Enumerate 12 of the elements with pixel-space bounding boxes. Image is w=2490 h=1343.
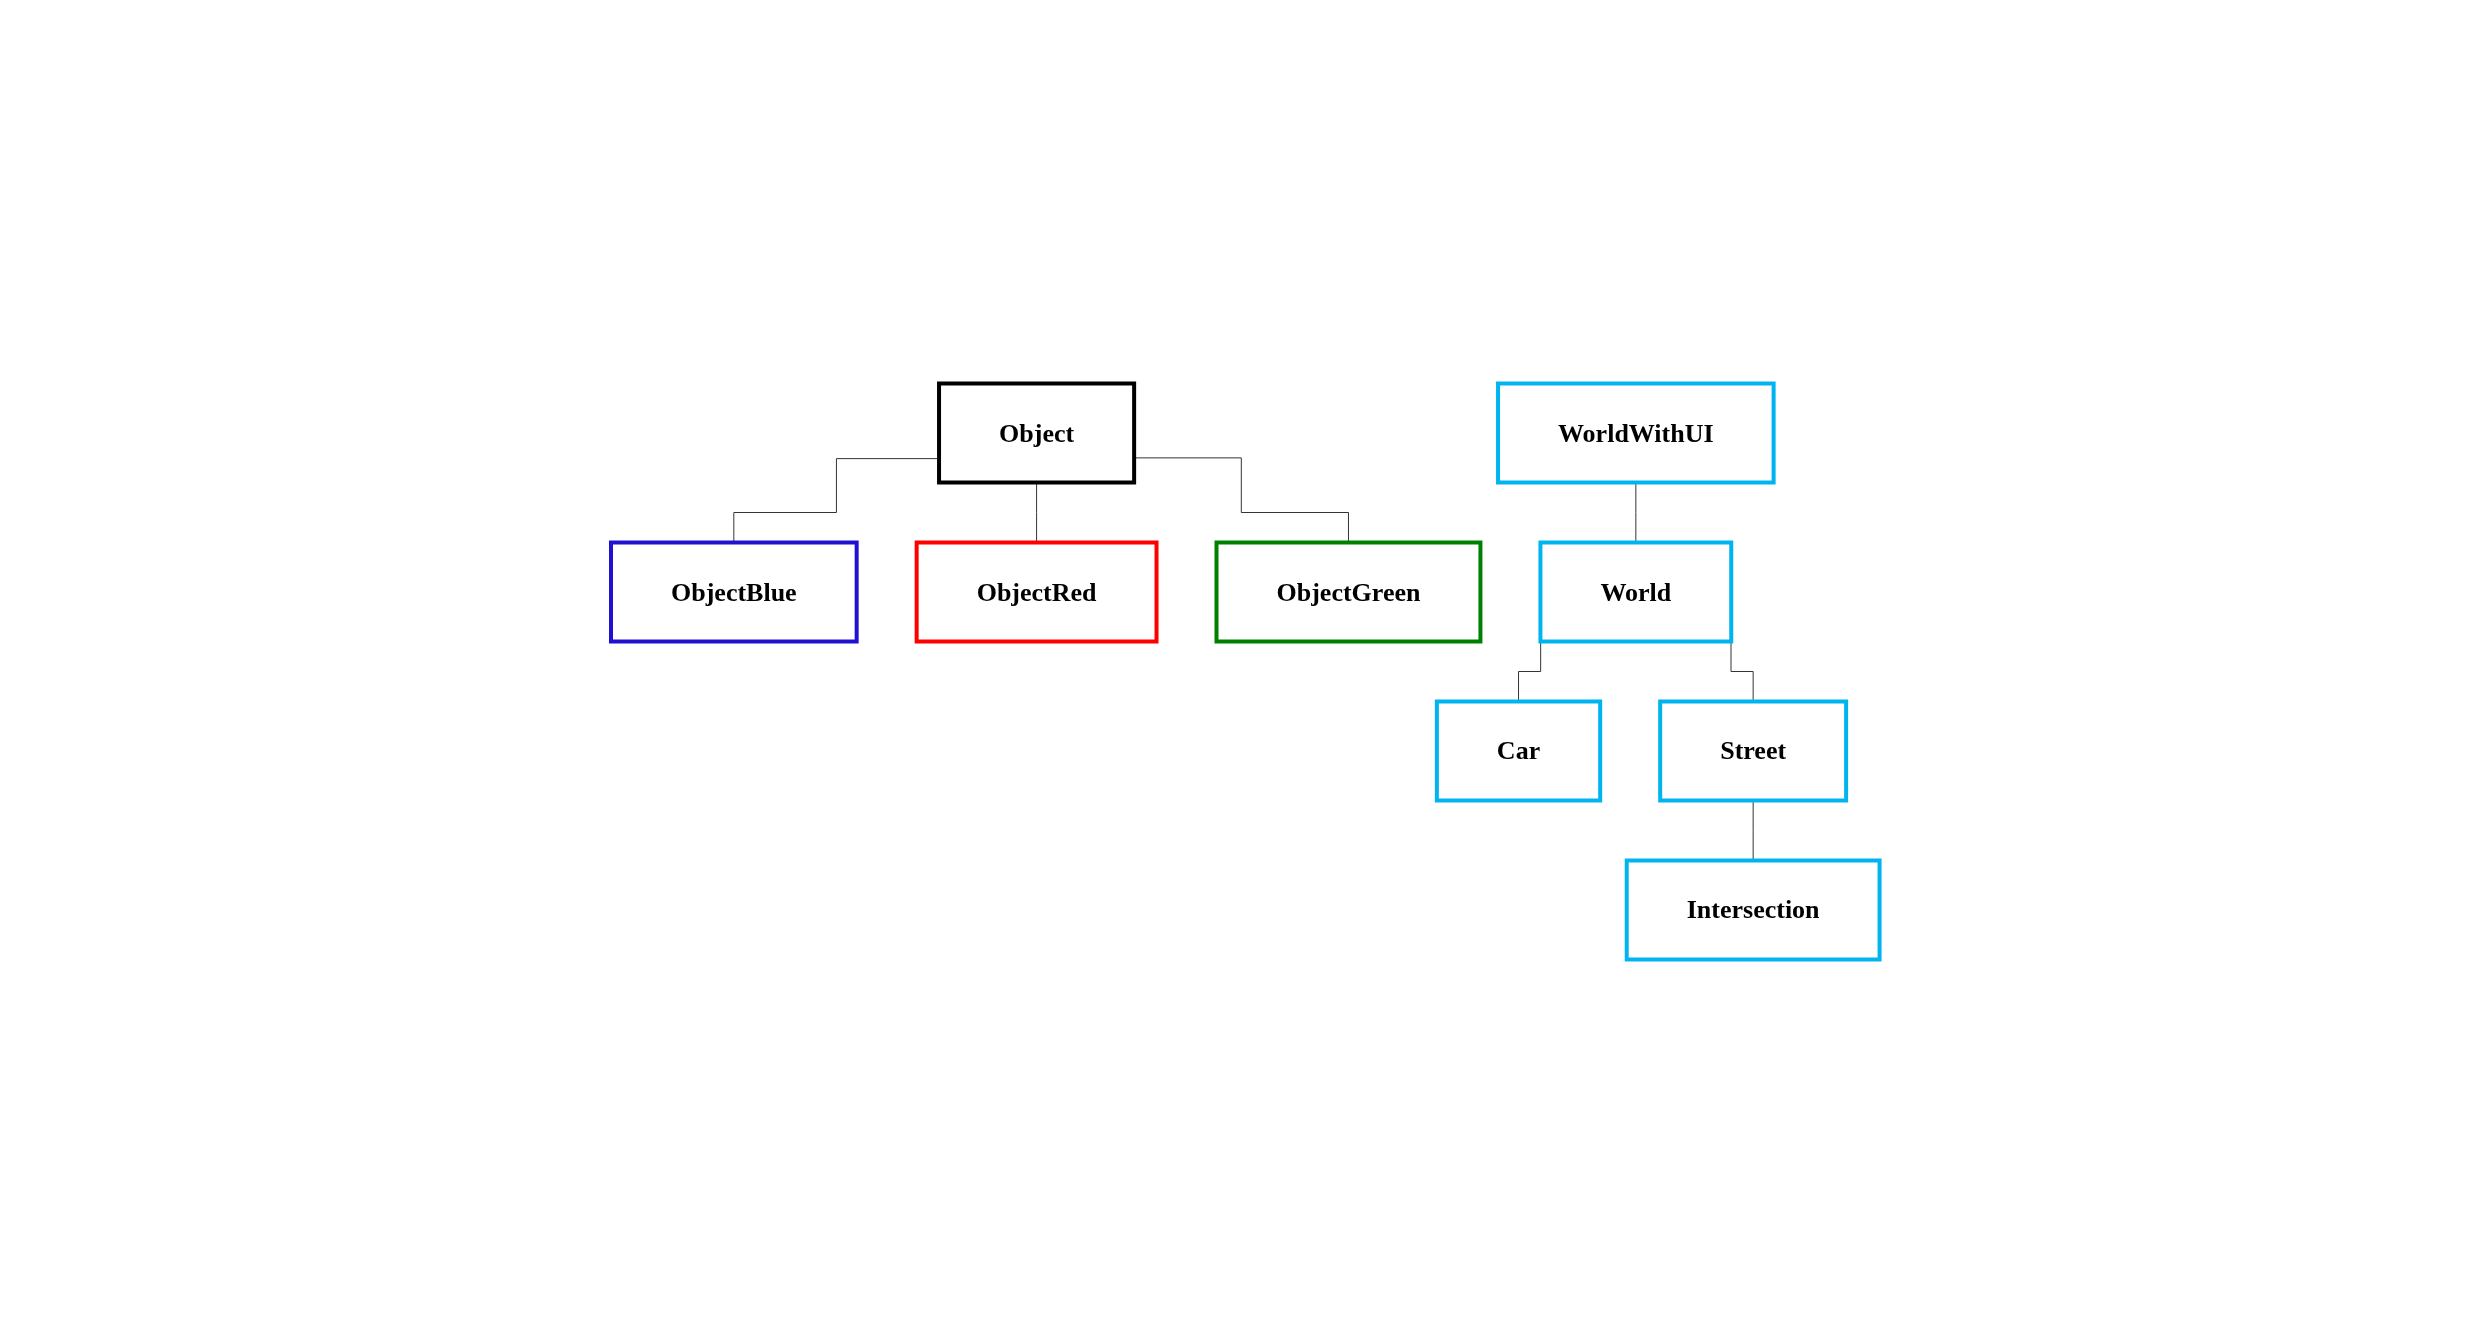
node-box: ObjectBlue [608,540,859,644]
node-box: WorldWithUI [1495,381,1776,485]
node-box: World [1538,540,1733,644]
node-box: Intersection [1624,858,1882,962]
node-box: Object [936,381,1136,485]
node-box: ObjectRed [914,540,1159,644]
connector [1635,482,1637,543]
connector [1035,482,1037,543]
node-box: Street [1657,699,1848,803]
node-box: Car [1434,699,1602,803]
node-box: ObjectGreen [1214,540,1483,644]
connector [1752,800,1754,861]
